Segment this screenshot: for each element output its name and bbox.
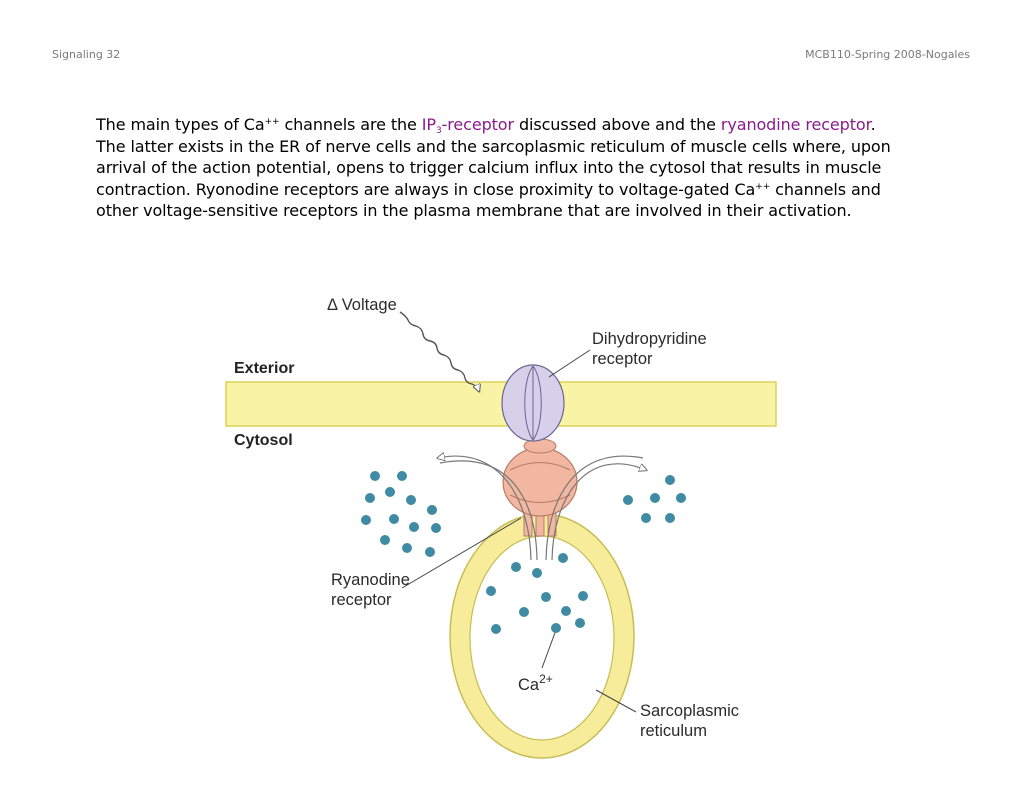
calcium-ion-dot (532, 568, 542, 578)
dhp-leader-line (548, 349, 591, 378)
exterior-label: Exterior (234, 360, 294, 377)
cytosol-label: Cytosol (234, 432, 293, 449)
ryr-label-line2: receptor (331, 591, 392, 609)
calcium-ion-dot (578, 591, 588, 601)
superscript: ++ (264, 117, 280, 127)
text-run: discussed above and the (513, 115, 721, 134)
calcium-ion-dot (665, 513, 675, 523)
calcium-ions (361, 471, 686, 634)
calcium-ion-dot (641, 513, 651, 523)
calcium-ion-dot (551, 623, 561, 633)
calcium-ion-dot (519, 607, 529, 617)
calcium-ion-dot (402, 543, 412, 553)
calcium-ion-dot (385, 487, 395, 497)
superscript: ++ (755, 181, 771, 192)
calcium-ion-dot (575, 618, 585, 628)
calcium-label: Ca2+ (518, 672, 553, 694)
text-run: The main types of Ca (96, 115, 265, 134)
text-run: channels are the (279, 115, 422, 134)
calcium-ion-dot (409, 522, 419, 532)
calcium-ion-dot (486, 586, 496, 596)
calcium-ion-dot (365, 493, 375, 503)
calcium-ion-dot (541, 592, 551, 602)
calcium-ion-dot (397, 471, 407, 481)
calcium-ion-dot (380, 535, 390, 545)
ryanodine-receptor-term: ryanodine receptor (720, 115, 871, 134)
plasma-membrane (225, 381, 777, 427)
ryr-leader-line (401, 517, 522, 589)
sr-label-line1: Sarcoplasmic (640, 702, 739, 720)
dihydropyridine-receptor (501, 364, 565, 442)
dhp-label-line2: receptor (592, 350, 653, 368)
voltage-signal-arrow (399, 311, 479, 391)
body-paragraph: The main types of Ca++ channels are the … (96, 114, 896, 222)
ryr-label-line1: Ryanodine (331, 571, 410, 589)
dhp-label-line1: Dihydropyridine (592, 330, 707, 348)
calcium-ion-dot (431, 523, 441, 533)
calcium-ion-dot (623, 495, 633, 505)
course-footer: MCB110-Spring 2008-Nogales (805, 48, 970, 61)
calcium-ion-dot (370, 471, 380, 481)
calcium-ion-dot (389, 514, 399, 524)
ca-leader-line (541, 629, 557, 669)
calcium-ion-dot (425, 547, 435, 557)
sr-label-line2: reticulum (640, 722, 707, 740)
calcium-ion-dot (427, 505, 437, 515)
calcium-ion-dot (665, 475, 675, 485)
calcium-ion-dot (406, 495, 416, 505)
calcium-flow-paths (438, 456, 646, 561)
slide-number: Signaling 32 (52, 48, 121, 61)
calcium-ion-dot (361, 515, 371, 525)
calcium-ion-dot (558, 553, 568, 563)
calcium-ion-dot (511, 562, 521, 572)
ip3-receptor-term: IP3-receptor (421, 115, 514, 136)
sarcoplasmic-reticulum (449, 513, 635, 759)
text-run: channels and other voltage-sensitive rec… (96, 179, 881, 221)
calcium-ion-dot (491, 624, 501, 634)
calcium-ion-dot (561, 606, 571, 616)
calcium-ion-dot (650, 493, 660, 503)
voltage-label: Δ Voltage (327, 296, 397, 314)
sr-leader-line (595, 689, 637, 713)
calcium-ion-dot (676, 493, 686, 503)
text-run: . The latter exists in the ER of nerve c… (96, 115, 891, 199)
